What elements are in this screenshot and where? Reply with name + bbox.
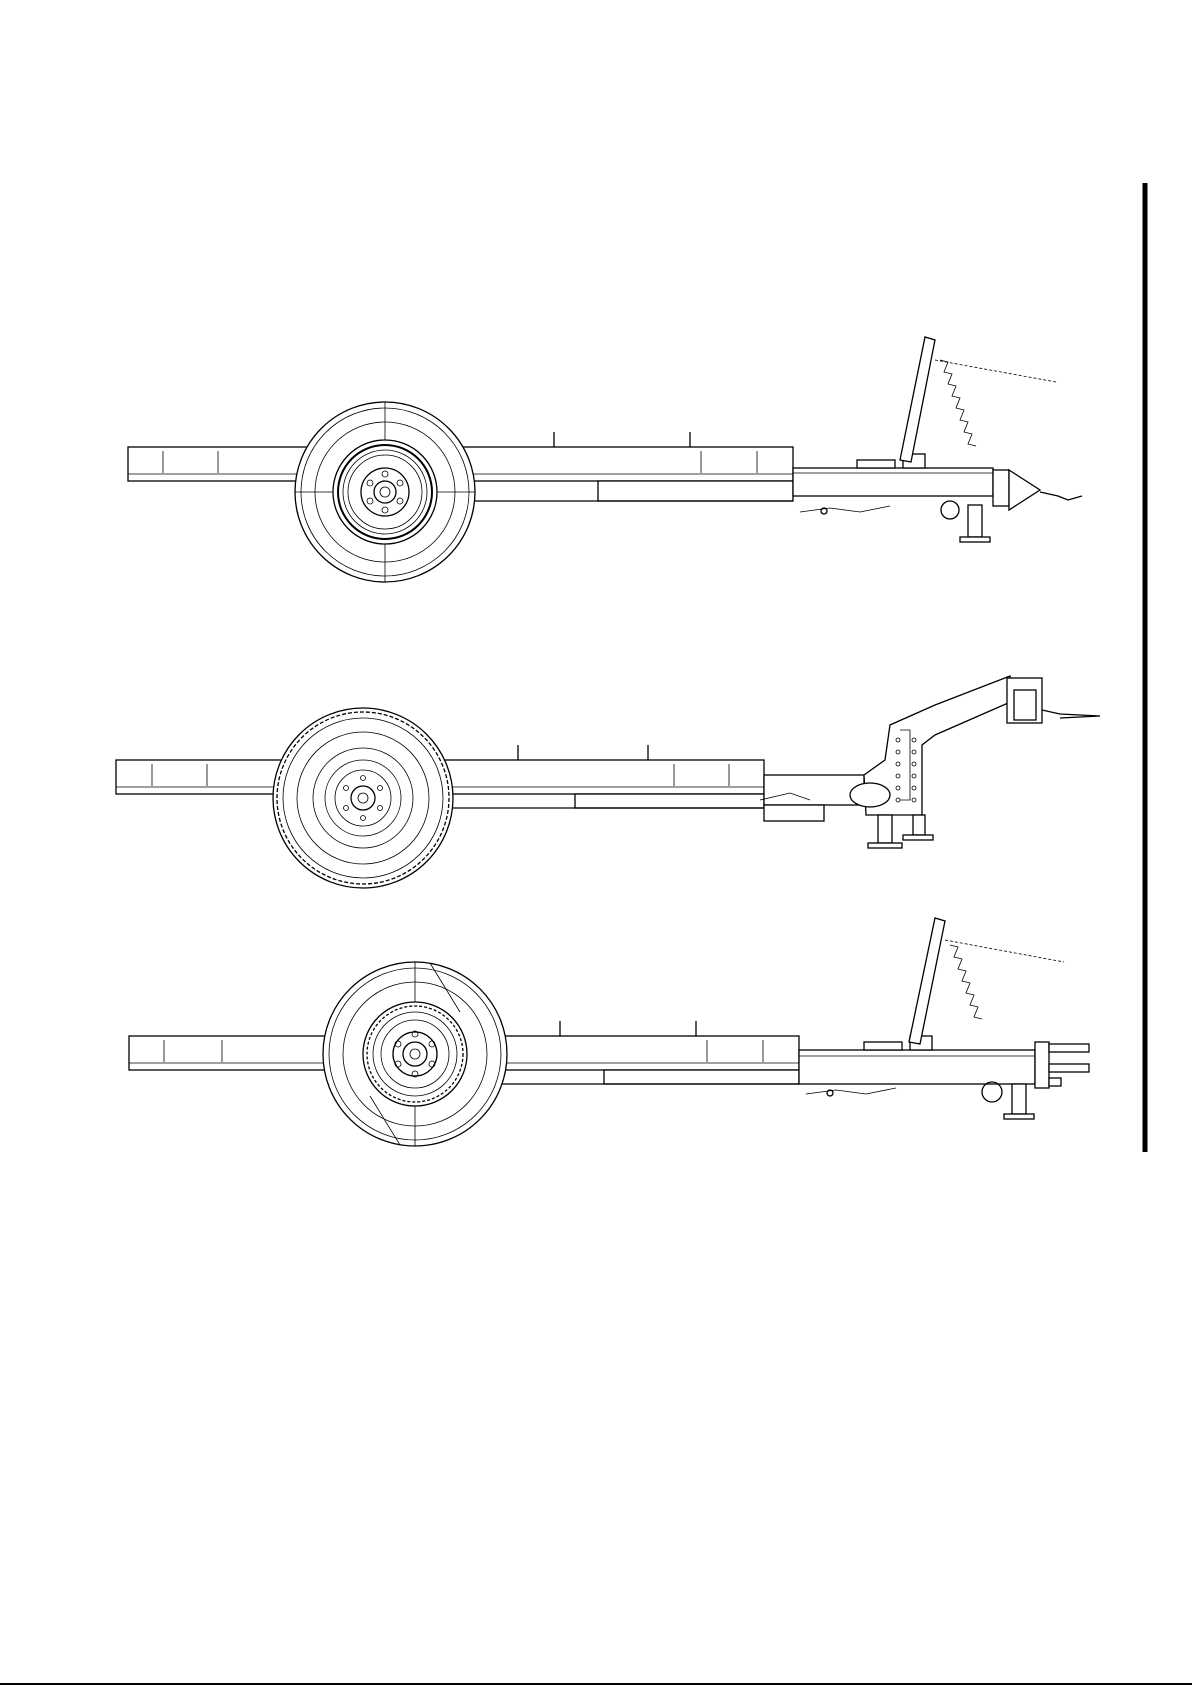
trailer-view-middle (116, 676, 1100, 888)
trailer-view-top (128, 337, 1082, 582)
trailer-view-bottom (129, 918, 1089, 1146)
